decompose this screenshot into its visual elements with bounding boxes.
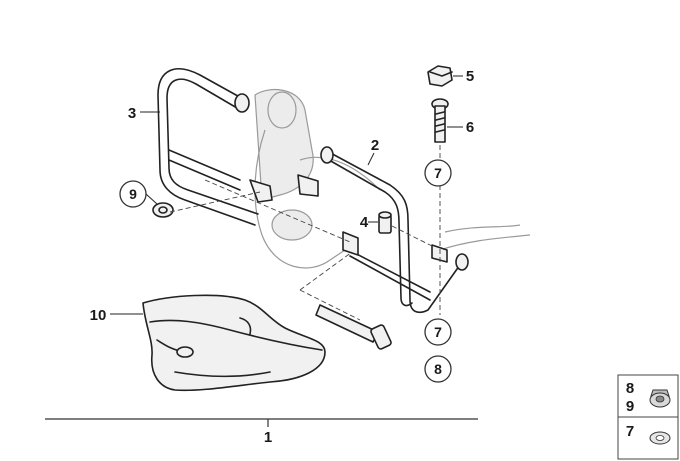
- parts-legend: 8 9 7: [617, 374, 679, 460]
- callout-10: 10: [90, 307, 107, 324]
- legend-label-7: 7: [626, 423, 634, 440]
- callout-1: 1: [264, 429, 272, 446]
- callout-8: 8: [434, 361, 442, 377]
- callout-5: 5: [466, 68, 474, 85]
- callout-7-top: 7: [434, 165, 442, 181]
- crash-bar-left: [157, 68, 319, 226]
- callout-2: 2: [371, 137, 379, 154]
- crash-bar-right: [320, 146, 469, 314]
- legend-label-9: 9: [626, 398, 634, 415]
- assembly-baseline: [45, 418, 478, 427]
- callout-3: 3: [128, 105, 136, 122]
- flat-washer-icon: [649, 431, 671, 445]
- callout-7-bottom-circled: 7: [424, 318, 452, 346]
- bolt-long: [315, 304, 392, 350]
- spacer-sleeve: [378, 211, 392, 234]
- callout-6: 6: [466, 119, 474, 136]
- engine-frame-outline: [254, 88, 531, 269]
- engine-guard: [142, 294, 326, 392]
- washer-9: [152, 202, 174, 218]
- hex-nut: [427, 65, 453, 87]
- self-locking-nut-icon: [649, 389, 671, 408]
- callout-9-circled: 9: [119, 180, 147, 208]
- callout-7-top-circled: 7: [424, 159, 452, 187]
- callout-4: 4: [360, 214, 369, 231]
- callout-7-bottom: 7: [434, 324, 442, 340]
- leader-lines: [110, 75, 463, 315]
- callout-9: 9: [129, 186, 137, 202]
- callout-8-circled: 8: [424, 355, 452, 383]
- legend-label-8: 8: [626, 380, 634, 397]
- bolt-top: [431, 98, 449, 143]
